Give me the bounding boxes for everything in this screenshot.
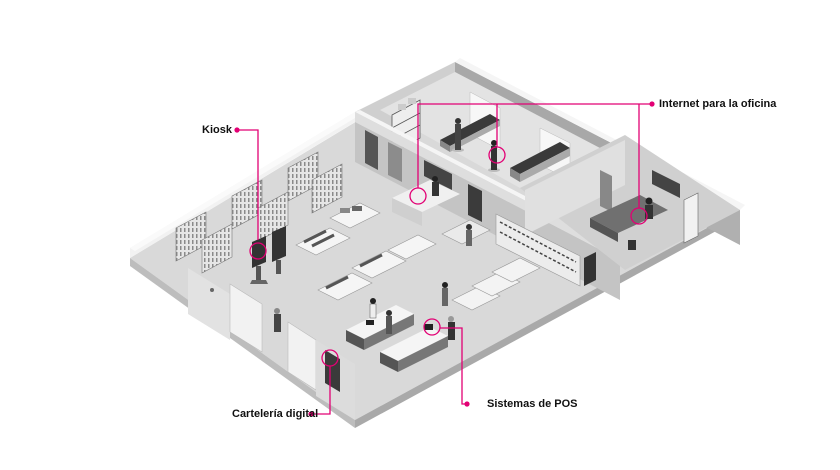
callout-label-pos: Sistemas de POS <box>487 398 578 410</box>
pos-dot <box>464 401 470 407</box>
warehouse-worker-1 <box>452 118 464 152</box>
front-wall <box>188 268 355 420</box>
display-tables <box>295 202 437 301</box>
conveyor-belt-2 <box>510 142 570 182</box>
shoppers <box>274 224 472 340</box>
wall-shelving <box>175 151 343 274</box>
callout-label-kiosk: Kiosk <box>202 124 232 136</box>
internet-leader-line <box>417 103 652 188</box>
signage-leader-line <box>311 366 331 415</box>
callout-label-internet: Internet para la oficina <box>659 98 777 110</box>
kiosk-highlight-ring <box>249 242 267 260</box>
warehouse-worker-2 <box>488 140 500 172</box>
callout-lines <box>237 103 652 415</box>
callout-label-signage: Cartelería digital <box>232 408 319 420</box>
internet-highlight-ring-office <box>630 207 648 225</box>
internet-dot <box>649 101 655 107</box>
internet-highlight-ring-warehouse <box>488 146 506 164</box>
product-wall-display <box>495 213 596 287</box>
callout-dots <box>234 101 655 417</box>
signage-highlight-ring <box>321 349 339 367</box>
internet-highlight-ring-reception <box>409 187 427 205</box>
kiosk-dot <box>234 127 240 133</box>
office-room <box>520 135 740 270</box>
back-wall-left <box>130 112 360 258</box>
pos-highlight-ring <box>423 318 441 336</box>
kiosk-leader-line <box>237 129 259 240</box>
signage-dot <box>308 411 314 417</box>
